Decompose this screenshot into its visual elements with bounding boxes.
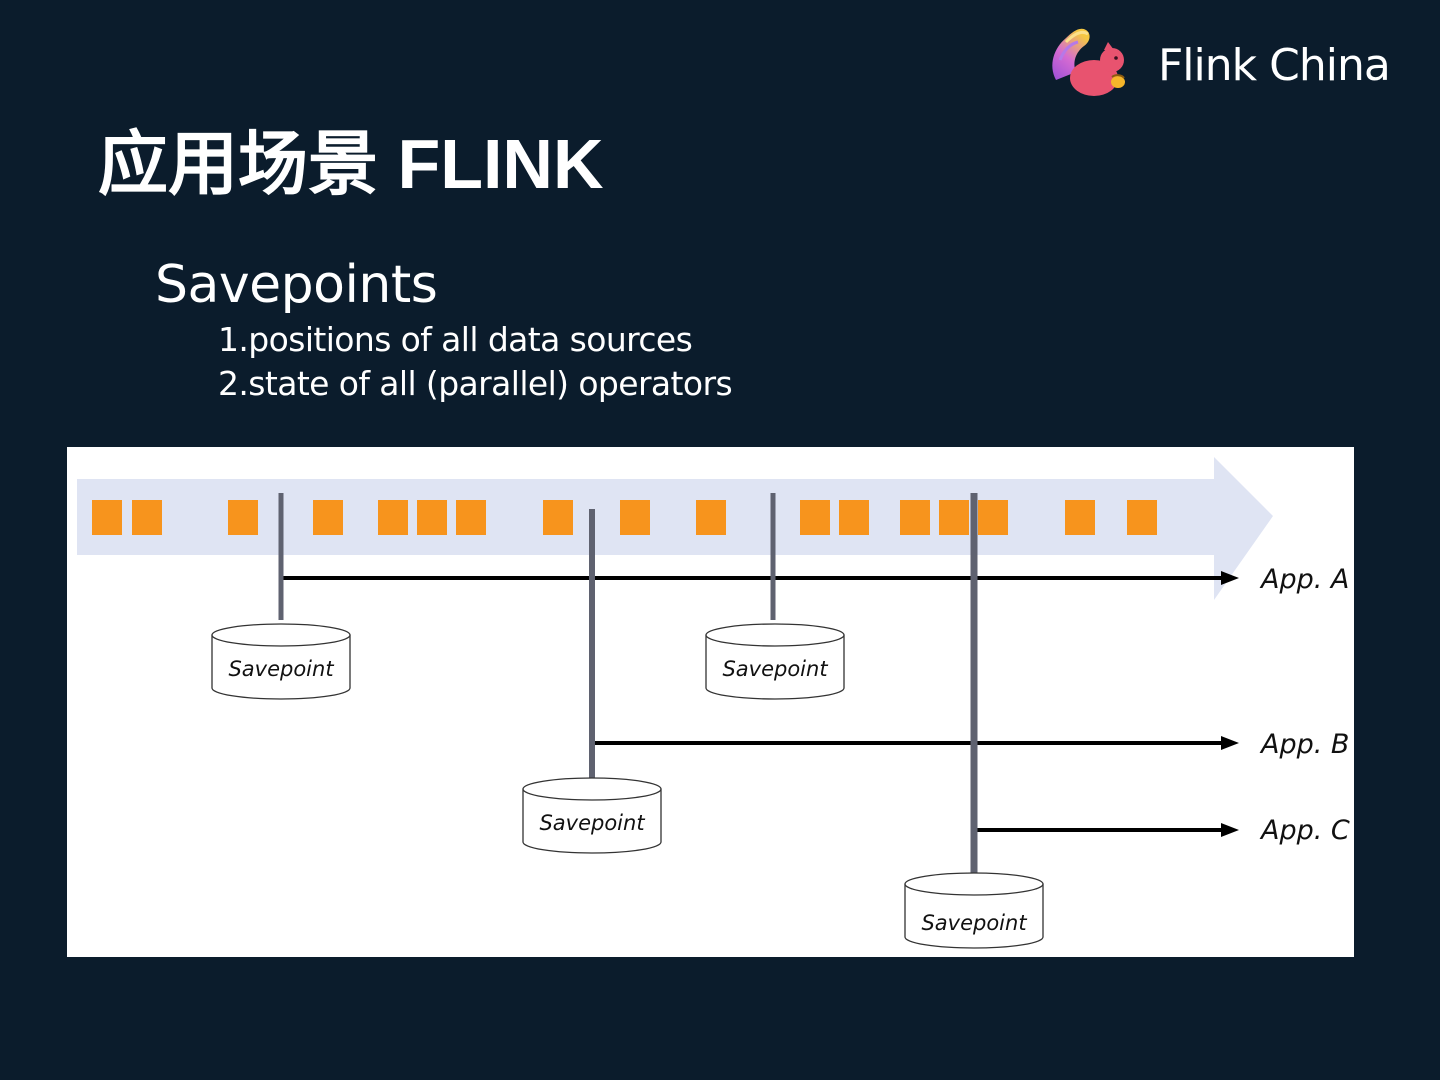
section-subtitle: Savepoints <box>155 255 438 315</box>
flink-squirrel-icon <box>1052 28 1125 96</box>
brand-name: Flink China <box>1158 40 1391 91</box>
stream-event <box>839 500 869 535</box>
stream-event <box>543 500 573 535</box>
app-label-a: App. A <box>1259 564 1349 595</box>
stream-event <box>132 500 162 535</box>
points-list: 1.positions of all data sources 2.state … <box>218 318 733 406</box>
arrowhead-icon <box>1221 736 1239 750</box>
savepoint-cylinder: Savepoint <box>522 777 662 854</box>
savepoint-cylinder: Savepoint <box>705 623 845 700</box>
stream-event <box>378 500 408 535</box>
stream-event <box>978 500 1008 535</box>
stream-event <box>620 500 650 535</box>
app-arrow-c <box>977 823 1239 837</box>
app-arrow-a <box>283 571 1239 585</box>
stream-event <box>313 500 343 535</box>
savepoint-cylinder: Savepoint <box>211 623 351 700</box>
stream-event <box>1065 500 1095 535</box>
point-item: 2.state of all (parallel) operators <box>218 364 733 403</box>
savepoint-label: Savepoint <box>539 811 645 835</box>
app-label-b: App. B <box>1259 729 1349 760</box>
stream-event <box>92 500 122 535</box>
stream-event <box>417 500 447 535</box>
stream-event <box>939 500 969 535</box>
arrowhead-icon <box>1221 823 1239 837</box>
stream-band-arrow <box>77 457 1273 600</box>
stream-event <box>1127 500 1157 535</box>
savepoints-diagram: Savepoint Savepoint Savepoint Savepoint … <box>67 447 1354 957</box>
stream-event <box>900 500 930 535</box>
app-label-c: App. C <box>1259 815 1350 846</box>
brand-logo: Flink China <box>1046 20 1391 104</box>
stream-event <box>800 500 830 535</box>
diagram-canvas: Savepoint Savepoint Savepoint Savepoint … <box>77 457 1350 949</box>
savepoint-label: Savepoint <box>722 657 828 681</box>
stream-event <box>228 500 258 535</box>
point-item: 1.positions of all data sources <box>218 320 693 359</box>
stream-event <box>456 500 486 535</box>
savepoint-label: Savepoint <box>921 911 1027 935</box>
stream-event <box>696 500 726 535</box>
savepoint-label: Savepoint <box>228 657 334 681</box>
app-arrow-b <box>595 736 1239 750</box>
stream-events <box>92 500 1157 535</box>
savepoint-cylinder: Savepoint <box>904 872 1044 949</box>
page-title: 应用场景 FLINK <box>98 125 604 203</box>
arrowhead-icon <box>1221 571 1239 585</box>
